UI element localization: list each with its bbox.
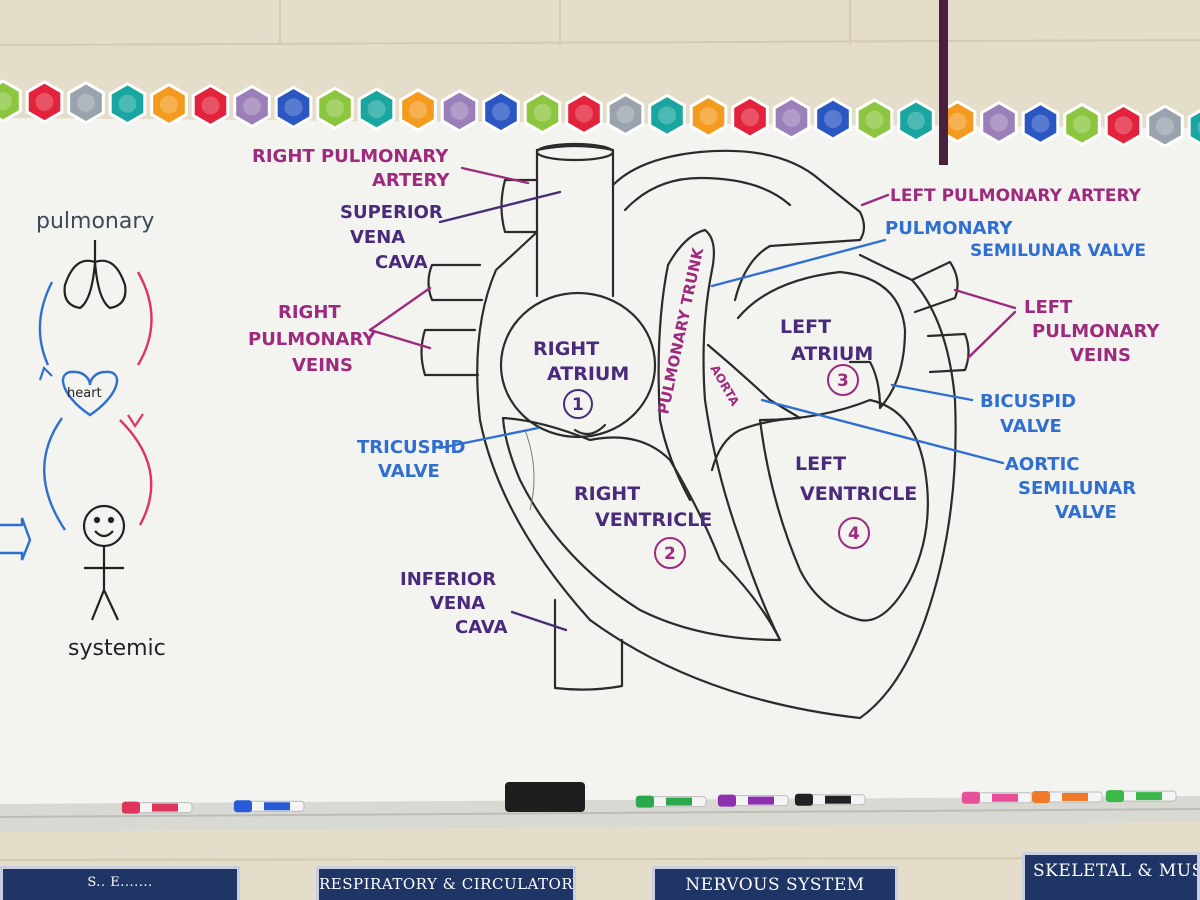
poster-nervous-system: NERVOUS SYSTEM [652,866,898,900]
label-right-pulmonary-artery-1: RIGHT PULMONARY [252,146,449,167]
marker-cap [1106,790,1124,802]
border-hexagon-pattern [368,100,386,118]
poster-1: S.. E....... [0,866,240,900]
marker-cap [718,795,736,807]
marker-label-band [992,794,1018,802]
label-left-pulmonary-veins-1: LEFT [1024,297,1073,318]
marker-cap [1032,791,1050,803]
label-tricuspid-valve-2: VALVE [378,461,440,482]
marker-cap [636,796,654,808]
border-hexagon-pattern [534,104,552,122]
right-ventricle-number: 2 [664,544,676,564]
border-hexagon-pattern [409,101,427,119]
border-hexagon-pattern [741,108,759,126]
border-hexagon-pattern [990,114,1008,132]
right-atrium-number: 1 [572,395,584,415]
label-aortic-semilunar-valve-2: SEMILUNAR [1018,478,1136,499]
whiteboard-eraser [505,782,585,812]
border-hexagon-pattern [783,109,801,127]
hanging-ribbon [939,0,948,165]
marker-label-band [264,802,290,810]
label-superior-vena-cava-1: SUPERIOR [340,202,443,223]
systemic-caption: systemic [68,636,166,661]
left-ventricle-name-2: VENTRICLE [800,483,917,505]
border-hexagon-pattern [658,106,676,124]
label-left-pulmonary-artery: LEFT PULMONARY ARTERY [890,186,1142,206]
marker-label-band [748,797,774,805]
marker-cap [795,794,813,806]
label-tricuspid-valve-1: TRICUSPID [357,437,465,458]
label-aortic-semilunar-valve-3: VALVE [1055,502,1117,523]
border-hexagon-pattern [451,102,469,120]
border-hexagon-pattern [36,93,54,111]
label-bicuspid-valve-2: VALVE [1000,416,1062,437]
label-pulmonary-semilunar-valve-2: SEMILUNAR VALVE [970,241,1146,261]
border-hexagon-pattern [202,97,220,115]
border-hexagon-pattern [700,107,718,125]
border-hexagon-pattern [119,95,137,113]
left-ventricle-name-1: LEFT [795,453,846,475]
label-right-pulmonary-artery-2: ARTERY [372,170,450,191]
label-left-pulmonary-veins-2: PULMONARY [1032,321,1160,342]
border-hexagon-pattern [1115,116,1133,134]
marker-cap [234,800,252,812]
border-hexagon-pattern [617,106,635,124]
heart-caption: heart [67,386,102,401]
label-left-pulmonary-veins-3: VEINS [1070,345,1131,366]
marker-label-band [825,796,851,804]
label-superior-vena-cava-3: CAVA [375,252,428,273]
poster-respiratory-circulatory: RESPIRATORY & CIRCULATORY [316,866,576,900]
left-atrium-number: 3 [837,371,849,391]
border-hexagon-pattern [866,111,884,129]
label-pulmonary-semilunar-valve-1: PULMONARY [885,218,1013,239]
marker-cap [122,802,140,814]
label-right-pulmonary-veins-2: PULMONARY [248,329,376,350]
pulmonary-caption: pulmonary [36,209,154,234]
poster-skeletal-muscular: SKELETAL & MUSCULAR S [1022,852,1200,900]
right-atrium-name-1: RIGHT [533,338,599,360]
border-hexagon-pattern [907,112,925,130]
border-hexagon-pattern [77,94,95,112]
border-hexagon-pattern [492,103,510,121]
border-hexagon-pattern [326,99,344,117]
label-inferior-vena-cava-1: INFERIOR [400,569,496,590]
marker-label-band [666,798,692,806]
marker-label-band [1136,792,1162,800]
left-ventricle-number: 4 [848,524,860,544]
label-inferior-vena-cava-2: VENA [430,593,485,614]
left-atrium-name-1: LEFT [780,316,831,338]
right-ventricle-name-1: RIGHT [574,483,640,505]
marker-label-band [1062,793,1088,801]
label-inferior-vena-cava-3: CAVA [455,617,508,638]
right-ventricle-name-2: VENTRICLE [595,509,712,531]
border-hexagon-pattern [575,105,593,123]
border-hexagon-pattern [824,110,842,128]
label-aortic-semilunar-valve-1: AORTIC [1005,454,1079,475]
border-hexagon-pattern [1032,115,1050,133]
right-atrium-name-2: ATRIUM [547,363,629,385]
border-hexagon-pattern [1073,115,1091,133]
left-atrium-name-2: ATRIUM [791,343,873,365]
border-hexagon-pattern [1156,117,1174,135]
label-right-pulmonary-veins-1: RIGHT [278,302,341,323]
label-bicuspid-valve-1: BICUSPID [980,391,1076,412]
border-hexagon-pattern [243,97,261,115]
border-hexagon-pattern [285,98,303,116]
label-superior-vena-cava-2: VENA [350,227,405,248]
border-hexagon-pattern [160,96,178,114]
label-right-pulmonary-veins-3: VEINS [292,355,353,376]
border-hexagon-pattern [949,113,967,131]
marker-cap [962,792,980,804]
marker-label-band [152,804,178,812]
